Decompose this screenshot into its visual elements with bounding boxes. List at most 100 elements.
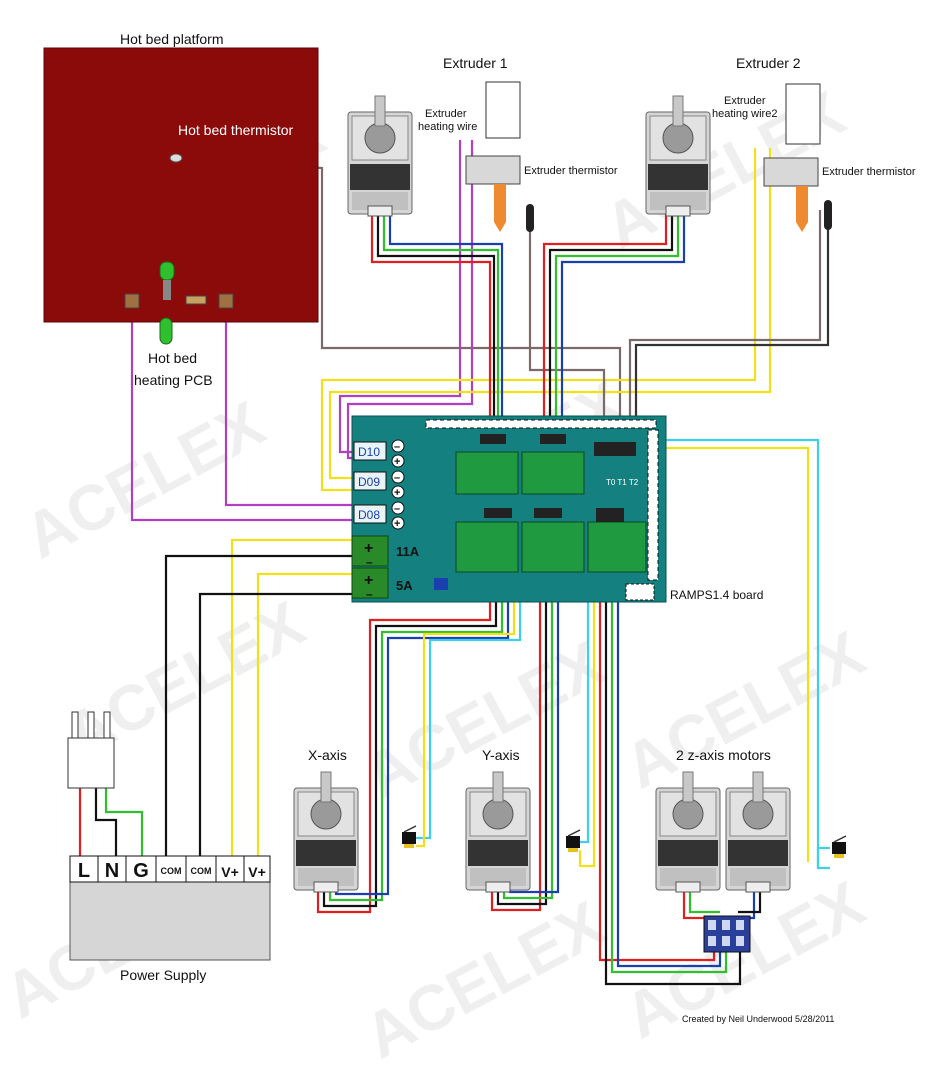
extruder-2-wire-label-2: heating wire2 (712, 108, 777, 120)
x-axis-motor (293, 771, 359, 893)
led-icon (159, 261, 175, 345)
extruder-2-wire-label-1: Extruder (724, 95, 766, 107)
wire-y-green (502, 515, 554, 900)
wire-y-black (496, 515, 548, 906)
wire-ext1-heat-1 (338, 140, 462, 454)
hot-bed-pcb-label-1: Hot bed (148, 350, 197, 366)
extruder-2-nozzle (796, 186, 808, 232)
extruder-1-thermistor-label: Extruder thermistor (524, 165, 618, 177)
pin-d09-label: D09 (358, 475, 380, 489)
psu-terminal-box (155, 855, 187, 883)
extruder-2-thermistor-probe (824, 200, 832, 230)
driver-slot-4 (521, 521, 585, 573)
wire-ext2-motor-black (548, 212, 674, 436)
psu-terminal-label: G (133, 860, 149, 882)
extruder-1-wire-label-1: Extruder (425, 108, 467, 120)
psu-terminal-box (243, 855, 271, 883)
wire-ext2-motor-blue (560, 212, 686, 436)
hot-bed-thermistor-icon (169, 153, 183, 163)
psu-terminal-label: N (105, 860, 119, 882)
connector-x (484, 508, 512, 518)
power-terminal-5a (351, 567, 389, 599)
ac-plug-icon (67, 711, 115, 789)
wire-ext2-thermistor (634, 210, 830, 448)
psu-terminal-box (125, 855, 157, 883)
psu-terminal-label: L (78, 860, 90, 882)
wire-psu-black-1 (164, 554, 355, 860)
ramps-board: T0 T1 T2 D10 – + D09 – + D08 – + (351, 415, 763, 603)
driver-slot-2 (521, 451, 585, 495)
wire-ext2-heat-2 (328, 148, 772, 480)
plus-icon (391, 454, 405, 468)
extruder-1: Extruder 1 Extruder heating wire Extrude… (347, 55, 618, 232)
extruder-1-nozzle (494, 184, 506, 232)
wire-ext1-heat-2 (346, 140, 474, 460)
mosfet-d08: D08 – + (353, 501, 405, 530)
svg-text:+: + (394, 456, 400, 468)
svg-text:–: – (394, 472, 400, 484)
connector-z (596, 508, 624, 522)
psu-terminal-label: COM (191, 866, 212, 876)
driver-slot-1 (455, 451, 519, 495)
svg-text:–: – (366, 587, 373, 601)
svg-text:–: – (394, 503, 400, 515)
svg-text:+: + (394, 518, 400, 530)
watermark-text: ACELEX (613, 617, 876, 803)
connector-ext2 (540, 434, 566, 444)
wire-z1-motor (682, 884, 712, 920)
minus-icon (391, 439, 405, 453)
wire-ext1-motor-green (382, 212, 500, 436)
y-axis-motor (465, 771, 531, 893)
svg-text:–: – (394, 441, 400, 453)
wire-x-black (322, 515, 498, 908)
wire-z-endstop-yellow (660, 446, 810, 862)
wire-ext2-motor-red (542, 212, 668, 436)
hot-bed-pad-right (218, 293, 234, 309)
minus-icon (391, 501, 405, 515)
wire-ext1-motor-black (376, 212, 496, 436)
wire-z-blue (616, 515, 722, 968)
z-endstop-icon (831, 835, 847, 859)
wire-y-endstop-yellow (578, 476, 596, 868)
svg-text:+: + (394, 487, 400, 499)
wire-hotbed-purple-2 (224, 306, 355, 507)
svg-text:–: – (366, 555, 373, 569)
watermark-text: ACELEX (353, 887, 616, 1073)
ramps-board-label: RAMPS1.4 board (670, 588, 763, 602)
wire-z2-motor-b (738, 884, 762, 914)
extruder-1-motor (347, 95, 413, 217)
pin-d08-label: D08 (358, 508, 380, 522)
extruder-2-thermistor-label: Extruder thermistor (822, 166, 916, 178)
z-coupler-block (703, 915, 751, 953)
wire-ac-black (94, 788, 118, 860)
extruder-1-hotend (485, 81, 521, 139)
pin-header-bottom (625, 583, 655, 601)
x-axis-motor-group: X-axis (293, 747, 417, 893)
hot-bed-platform-label: Hot bed platform (120, 31, 224, 47)
extruder-2-title: Extruder 2 (736, 55, 801, 71)
wire-z-green (610, 515, 728, 974)
pin-header-top (425, 419, 657, 429)
wire-z-endstop-line (660, 438, 820, 868)
pin-d10-label: D10 (358, 445, 380, 459)
plus-icon (391, 516, 405, 530)
wire-z-red (598, 515, 716, 962)
capacitor (434, 578, 448, 590)
extruder-2-motor (645, 95, 711, 217)
wire-psu-yellow-1 (230, 538, 355, 860)
wire-ac-green (104, 788, 144, 860)
extruder-1-thermistor-probe (526, 204, 534, 232)
wire-x-green (328, 515, 504, 902)
y-axis-motor-group: Y-axis (465, 747, 581, 893)
extruder-2-heater-block (763, 157, 819, 187)
plus-icon (391, 485, 405, 499)
resistor-icon (185, 295, 207, 305)
y-axis-label: Y-axis (482, 747, 520, 763)
hot-bed-thermistor-label: Hot bed thermistor (178, 122, 293, 138)
wire-psu-black-2 (198, 592, 355, 860)
minus-icon (391, 470, 405, 484)
psu-terminal-label: COM (161, 866, 182, 876)
wire-x-blue (334, 515, 510, 896)
extruder-1-wire-label-2: heating wire (418, 121, 477, 133)
